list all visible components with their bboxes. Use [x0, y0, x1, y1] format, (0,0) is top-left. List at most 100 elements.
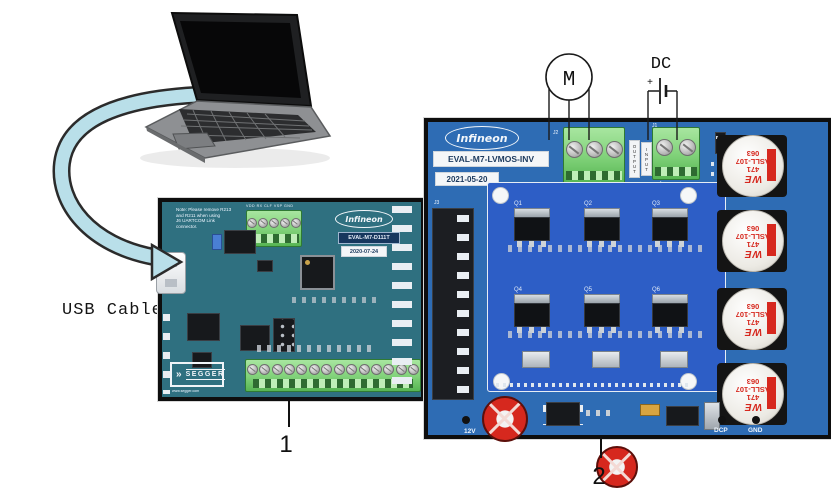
- input-terminal-j1[interactable]: [652, 127, 700, 180]
- passive-components: [586, 410, 616, 416]
- shunt-resistor: [592, 351, 620, 368]
- 12v-label: 12V: [464, 428, 476, 435]
- tantalum-capacitor: [640, 404, 660, 416]
- inverter-board-pcb: Infineon EVAL-M7-LVMOS-INV 2021-05-20 J2…: [428, 122, 828, 488]
- segger-chevron-icon: »: [176, 368, 182, 380]
- dcp-label: DCP: [714, 427, 728, 434]
- mcu-qfp-chip: [300, 255, 335, 290]
- board2-model-label: EVAL-M7-LVMOS-INV: [433, 151, 549, 167]
- interface-connector-j3[interactable]: [432, 208, 474, 400]
- screw: [585, 141, 603, 158]
- screw: [271, 364, 283, 375]
- mosfet-q2: Q2: [584, 201, 620, 247]
- mosfet-q5: Q5: [584, 287, 620, 333]
- shunt-resistor: [660, 351, 688, 368]
- regulator-chip: [224, 230, 256, 254]
- small-capacitor: [482, 396, 528, 442]
- power-stage-area: Q1 Q2 Q3 Q4 Q5: [487, 182, 726, 392]
- electrolytic-capacitor: WE 471 ASLL-107 063: [717, 360, 787, 426]
- screw: [296, 364, 308, 375]
- board1-terminal-label: VDD RX CLF VSP GND: [246, 204, 294, 208]
- gnd-label: GND: [748, 427, 763, 434]
- electrolytic-capacitor: WE 471 ASLL-107 063: [717, 207, 787, 273]
- usb-cable-label: USB Cable: [62, 301, 163, 320]
- dc-label: DC: [651, 55, 671, 74]
- passive-components: [292, 297, 382, 303]
- j2-designator: J2: [553, 130, 559, 136]
- screw: [308, 364, 320, 375]
- screw: [247, 217, 258, 228]
- test-point[interactable]: [462, 416, 470, 424]
- output-terminal-j2[interactable]: [563, 127, 625, 184]
- board1-bottom-terminal-block[interactable]: [245, 359, 421, 392]
- board1-date-label: 2020-07-24: [341, 246, 387, 257]
- mounting-hole: [680, 187, 697, 204]
- usb-cable-arrow: [52, 86, 197, 282]
- infineon-logo: Infineon: [335, 210, 393, 228]
- mosfet-q6: Q6: [652, 287, 688, 333]
- board1-left-pads: [163, 314, 170, 394]
- mosfet-q4: Q4: [514, 287, 550, 333]
- screw: [605, 141, 623, 158]
- blue-capacitor: [212, 234, 222, 250]
- jtag-pin-header[interactable]: [273, 318, 295, 352]
- passive-components: [257, 345, 377, 352]
- test-point-dcp[interactable]: [718, 416, 726, 424]
- screw: [679, 139, 696, 156]
- screw: [279, 217, 290, 228]
- shunt-resistor: [522, 351, 550, 368]
- screw: [258, 217, 269, 228]
- callout-1-number: 1: [279, 431, 292, 458]
- driver-ic: [543, 402, 583, 426]
- motor-symbol-label: M: [563, 69, 576, 92]
- j3-designator: J3: [434, 200, 440, 206]
- passive-components: [508, 245, 703, 252]
- screw: [656, 139, 673, 156]
- board1-note-text: Note: Please remove R213 and R211 when u…: [176, 207, 232, 230]
- terminal-slots: [654, 167, 698, 176]
- screw: [290, 217, 301, 228]
- passive-components: [508, 331, 703, 338]
- regulator-ic: [666, 406, 699, 426]
- segger-url: www.segger.com: [172, 389, 200, 393]
- control-board-pcb: Note: Please remove R213 and R211 when u…: [156, 202, 421, 397]
- screw: [358, 364, 370, 375]
- output-tag: OUTPUT: [629, 140, 640, 178]
- usb-cable-band: [55, 88, 197, 264]
- board1-model-label: EVAL-M7-D111T: [338, 232, 400, 244]
- infineon-logo: Infineon: [445, 126, 519, 150]
- input-tag: INPUT: [641, 142, 652, 176]
- screw: [283, 364, 295, 375]
- small-chip: [192, 352, 212, 368]
- test-point-gnd[interactable]: [752, 416, 760, 424]
- screw: [246, 364, 258, 375]
- screw: [321, 364, 333, 375]
- dc-plus-sign: +: [647, 78, 653, 89]
- laptop-screen: [180, 21, 301, 98]
- terminal-slots: [566, 171, 622, 180]
- board1-right-header-pads: [392, 206, 412, 394]
- terminal-slots: [252, 379, 414, 388]
- heatsink-tab: [704, 402, 720, 430]
- small-chip: [257, 260, 273, 272]
- screw: [346, 364, 358, 375]
- screw: [565, 141, 583, 158]
- laptop: [140, 11, 332, 168]
- screw: [268, 217, 279, 228]
- mounting-hole: [492, 187, 509, 204]
- screw: [370, 364, 382, 375]
- mounting-hole: [493, 373, 510, 390]
- screw: [333, 364, 345, 375]
- mosfet-q3: Q3: [652, 201, 688, 247]
- terminal-slots: [249, 234, 299, 243]
- electrolytic-capacitor: WE 471 ASLL-107 063: [717, 132, 787, 198]
- pad-row: [496, 383, 692, 387]
- mosfet-q1: Q1: [514, 201, 550, 247]
- electrolytic-capacitor: WE 471 ASLL-107 063: [717, 285, 787, 351]
- motor-symbol: [545, 53, 593, 101]
- usb-bridge-chip: [187, 313, 220, 341]
- usb-cable-arrowhead: [150, 242, 184, 282]
- control-board: Note: Please remove R213 and R211 when u…: [156, 198, 425, 401]
- board2-date-label: 2021-05-20: [435, 172, 499, 186]
